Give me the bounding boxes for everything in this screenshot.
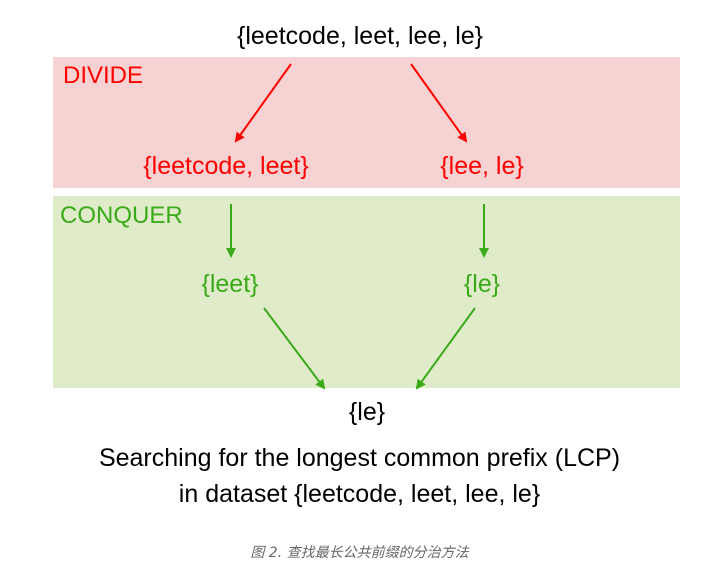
description-line-2: in dataset {leetcode, leet, lee, le} <box>178 480 541 508</box>
divide-left-set-node: {leetcode, leet} <box>143 152 309 180</box>
conquer-left-result-node: {leet} <box>201 270 259 298</box>
divide-arrow-right <box>410 63 468 143</box>
merge-arrow-right <box>415 307 476 390</box>
root-set-node: {leetcode, leet, lee, le} <box>236 22 484 50</box>
merge-arrow-left <box>263 307 326 390</box>
conquer-stage-band <box>53 196 680 388</box>
divide-stage-band <box>53 57 680 188</box>
conquer-right-result-node: {le} <box>463 270 501 298</box>
divide-arrow-left <box>234 63 292 143</box>
figure-caption: 图 2. 查找最长公共前缀的分治方法 <box>250 545 469 561</box>
divide-right-set-node: {lee, le} <box>440 152 524 180</box>
divide-title: DIVIDE <box>63 62 144 89</box>
conquer-title: CONQUER <box>60 202 183 229</box>
description-line-1: Searching for the longest common prefix … <box>98 444 621 472</box>
final-result-node: {le} <box>348 398 386 426</box>
